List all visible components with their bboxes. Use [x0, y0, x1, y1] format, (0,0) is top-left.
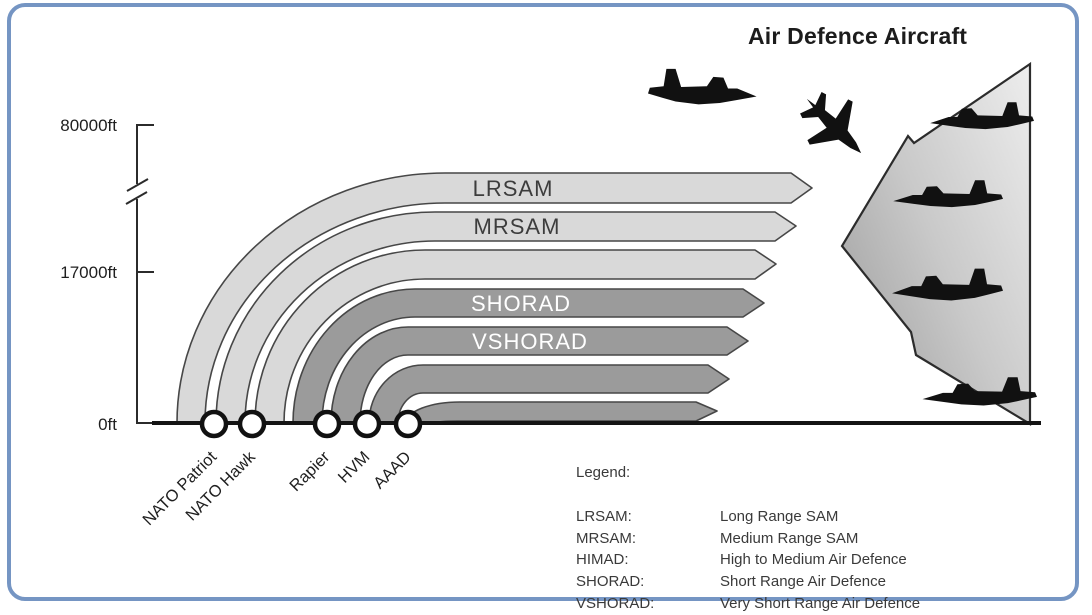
axis-lower-segment	[136, 199, 158, 424]
legend-row: LRSAM: Long Range SAM	[576, 506, 996, 528]
fighter-jet-banking-icon	[785, 77, 883, 175]
launcher-circle-aaad	[393, 409, 423, 439]
legend-row: SHORAD: Short Range Air Defence	[576, 571, 996, 593]
legend-definition: High to Medium Air Defence	[720, 551, 907, 569]
band-label-vshorad: VSHORAD	[472, 329, 588, 354]
diagram-title: Air Defence Aircraft	[748, 23, 968, 49]
band-label-shorad: SHORAD	[471, 291, 571, 316]
axis-break-icon	[125, 191, 148, 205]
legend-definition: Medium Range SAM	[720, 529, 859, 547]
band-shorad	[292, 288, 765, 424]
axis-label-0ft: 0ft	[98, 415, 117, 434]
legend-term: SHORAD:	[576, 573, 645, 591]
band-mrsam	[215, 211, 797, 424]
band-himad-unlabeled	[254, 249, 777, 424]
band-dark-unlabeled-6	[368, 364, 730, 424]
band-vshorad	[330, 326, 749, 424]
legend-term: MRSAM:	[576, 529, 636, 547]
legend-term: HIMAD:	[576, 551, 629, 569]
axis-break-icon	[126, 178, 149, 192]
axis-label-80000ft: 80000ft	[60, 116, 117, 135]
launcher-circle-rapier	[312, 409, 342, 439]
legend-definition: Very Short Range Air Defence	[720, 594, 921, 612]
legend: Legend: LRSAM: Long Range SAM MRSAM: Med…	[576, 464, 996, 615]
launcher-circle-hvm	[352, 409, 382, 439]
band-lrsam	[176, 172, 813, 424]
legend-row: VSHORAD: Very Short Range Air Defence	[576, 593, 996, 615]
launcher-circle-nato-patriot	[199, 409, 229, 439]
legend-term: LRSAM:	[576, 508, 632, 525]
launcher-circle-nato-hawk	[237, 409, 267, 439]
axis-label-17000ft: 17000ft	[60, 263, 117, 282]
legend-row: HIMAD: High to Medium Air Defence	[576, 549, 996, 571]
band-label-mrsam: MRSAM	[474, 214, 561, 239]
legend-term: VSHORAD:	[576, 594, 655, 612]
legend-row: MRSAM: Medium Range SAM	[576, 528, 996, 550]
legend-definition: Long Range SAM	[720, 508, 839, 525]
altitude-axis	[125, 124, 158, 424]
fighter-jet-icon	[648, 68, 757, 105]
legend-heading: Legend:	[576, 464, 631, 481]
air-defence-arrow	[840, 61, 1032, 426]
band-dark-unlabeled-7	[405, 401, 718, 424]
band-label-lrsam: LRSAM	[473, 176, 554, 201]
axis-upper-segment	[136, 124, 154, 184]
legend-definition: Short Range Air Defence	[720, 573, 886, 591]
